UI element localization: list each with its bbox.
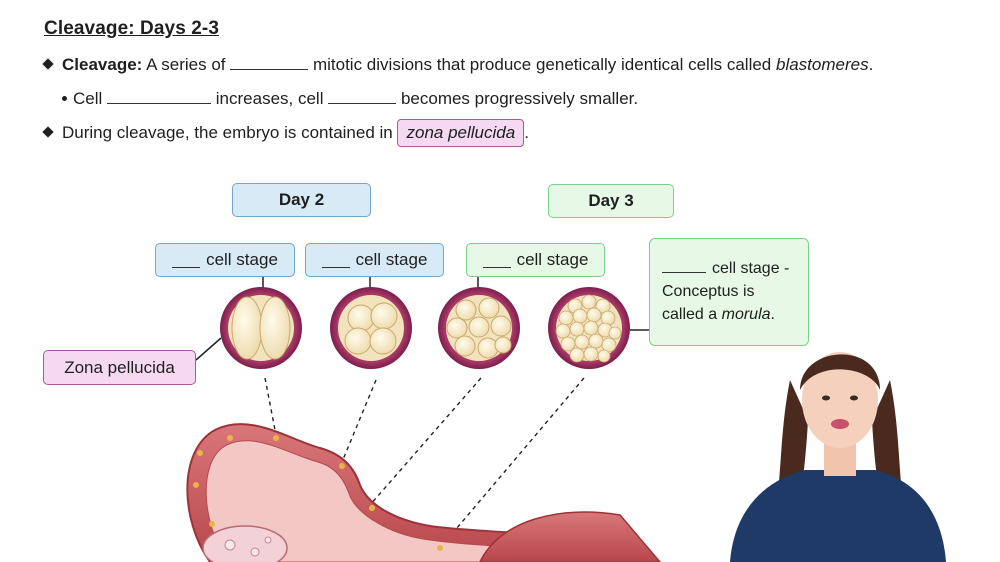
- period: .: [868, 55, 874, 74]
- term-morula: morula: [721, 306, 771, 323]
- stage-label: cell stage: [355, 250, 428, 269]
- period: .: [770, 306, 775, 323]
- uterine-tube-illustration: [186, 423, 661, 562]
- embryo-morula-icon: [548, 287, 630, 369]
- bullet-zona-pellucida: During cleavage, the embryo is contained…: [42, 119, 529, 147]
- stage-box-4-cell: cell stage: [305, 243, 444, 277]
- bullet-label: Cleavage:: [62, 55, 143, 74]
- day-3-header: Day 3: [548, 184, 674, 218]
- fill-in-blank: [662, 258, 706, 273]
- sub-bullet-cell-size: Cell increases, cell becomes progressive…: [62, 89, 638, 109]
- morula-text: called a: [662, 306, 718, 323]
- morula-text: Conceptus is: [662, 283, 755, 300]
- fill-in-blank: [482, 253, 511, 268]
- fill-in-blank: [107, 89, 212, 104]
- embryo-4-cell-icon: [330, 287, 412, 369]
- bullet-text: becomes progressively smaller.: [400, 89, 639, 108]
- fill-in-blank: [321, 253, 350, 268]
- embryo-8-cell-icon: [438, 287, 520, 369]
- embryo-2-cell-icon: [220, 287, 302, 369]
- stage-label: cell stage: [206, 250, 278, 269]
- fill-in-blank: [230, 55, 309, 70]
- fill-in-blank: [172, 253, 201, 268]
- bullet-text: During cleavage, the embryo is contained…: [62, 123, 393, 142]
- period: .: [524, 123, 529, 142]
- stage-box-8-cell: cell stage: [466, 243, 605, 277]
- bullet-text: increases, cell: [215, 89, 324, 108]
- morula-stage-box: cell stage - Conceptus is called a morul…: [649, 238, 809, 346]
- connector-lines: [195, 277, 649, 361]
- presenter-video-icon: [730, 352, 946, 562]
- dot-bullet-icon: [62, 96, 67, 101]
- slide-title: Cleavage: Days 2-3: [44, 18, 220, 39]
- term-blastomeres: blastomeres: [776, 55, 869, 74]
- stage-box-2-cell: cell stage: [155, 243, 295, 277]
- fill-in-blank: [328, 89, 397, 104]
- bullet-text: A series of: [146, 55, 226, 74]
- morula-text: cell stage -: [712, 260, 790, 277]
- answer-zona-pellucida: zona pellucida: [397, 119, 525, 147]
- zona-pellucida-label: Zona pellucida: [43, 350, 196, 385]
- stage-label: cell stage: [516, 250, 589, 269]
- bullet-text: mitotic divisions that produce genetical…: [312, 55, 772, 74]
- bullet-text: Cell: [73, 89, 103, 108]
- day-2-header: Day 2: [232, 183, 371, 217]
- bullet-cleavage-definition: Cleavage: A series of mitotic divisions …: [42, 55, 874, 75]
- dashed-path-lines: [264, 377, 585, 549]
